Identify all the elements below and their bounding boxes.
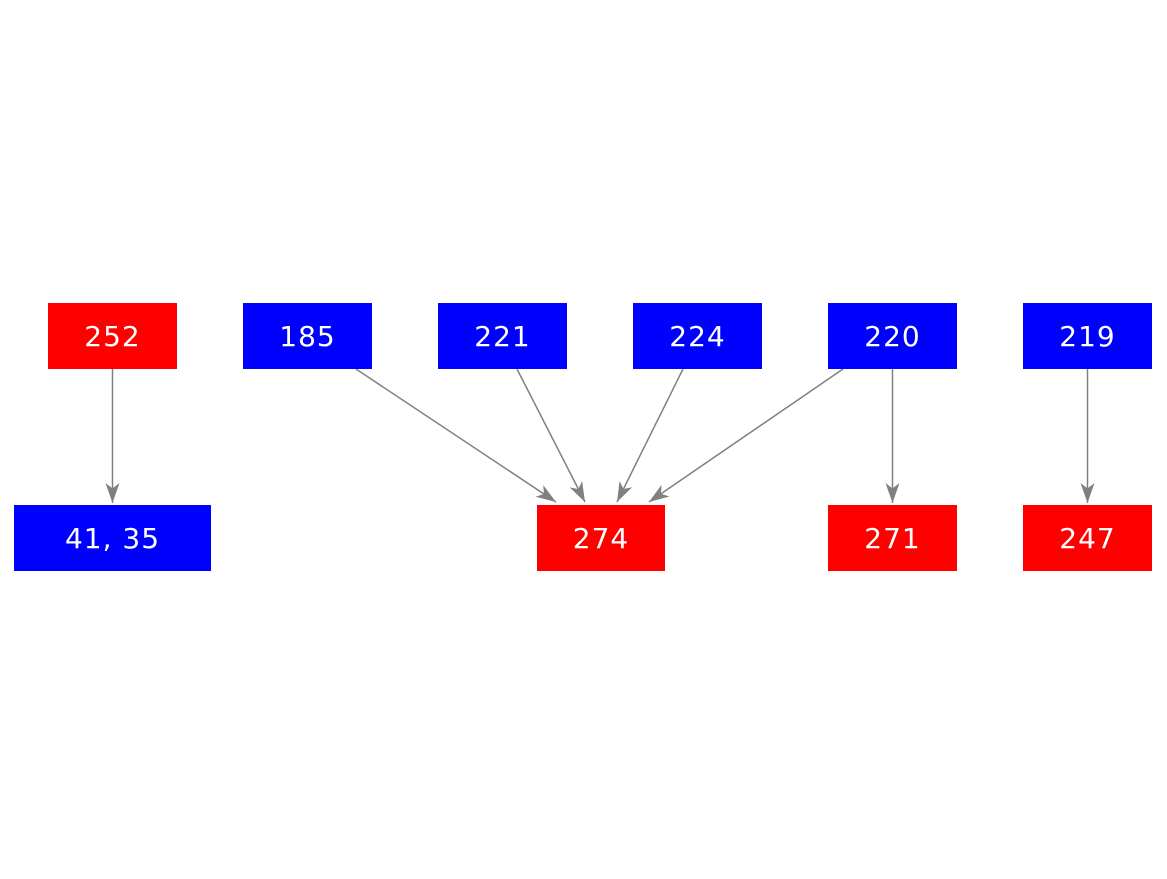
node-219: 219 xyxy=(1023,303,1152,369)
node-41-35-label: 41, 35 xyxy=(65,522,160,555)
node-221-label: 221 xyxy=(474,320,530,353)
nodes-layer: 252 185 221 224 220 219 41, 35 274 271 247 xyxy=(14,303,1152,571)
node-271-label: 271 xyxy=(864,522,920,555)
node-185-label: 185 xyxy=(279,320,335,353)
node-247-box xyxy=(1023,505,1152,571)
node-271: 271 xyxy=(828,505,957,571)
node-219-label: 219 xyxy=(1059,320,1115,353)
node-252: 252 xyxy=(48,303,177,369)
node-247: 247 xyxy=(1023,505,1152,571)
node-252-label: 252 xyxy=(84,320,140,353)
node-220-box xyxy=(828,303,957,369)
node-224: 224 xyxy=(633,303,762,369)
node-220-label: 220 xyxy=(864,320,920,353)
node-271-box xyxy=(828,505,957,571)
node-185: 185 xyxy=(243,303,372,369)
node-252-box xyxy=(48,303,177,369)
node-274-box xyxy=(537,505,665,571)
edge-220-to-274 xyxy=(648,368,844,503)
node-224-label: 224 xyxy=(669,320,725,353)
node-219-box xyxy=(1023,303,1152,369)
node-221-box xyxy=(438,303,567,369)
node-274-label: 274 xyxy=(573,522,629,555)
node-220: 220 xyxy=(828,303,957,369)
node-247-label: 247 xyxy=(1059,522,1115,555)
node-274: 274 xyxy=(537,505,665,571)
edge-185-to-274 xyxy=(355,368,557,503)
node-41-35-box xyxy=(14,505,211,571)
edge-221-to-274 xyxy=(516,368,586,503)
node-221: 221 xyxy=(438,303,567,369)
node-224-box xyxy=(633,303,762,369)
node-41-35: 41, 35 xyxy=(14,505,211,571)
edges-layer xyxy=(105,368,1095,503)
node-185-box xyxy=(243,303,372,369)
edge-224-to-274 xyxy=(616,368,684,503)
